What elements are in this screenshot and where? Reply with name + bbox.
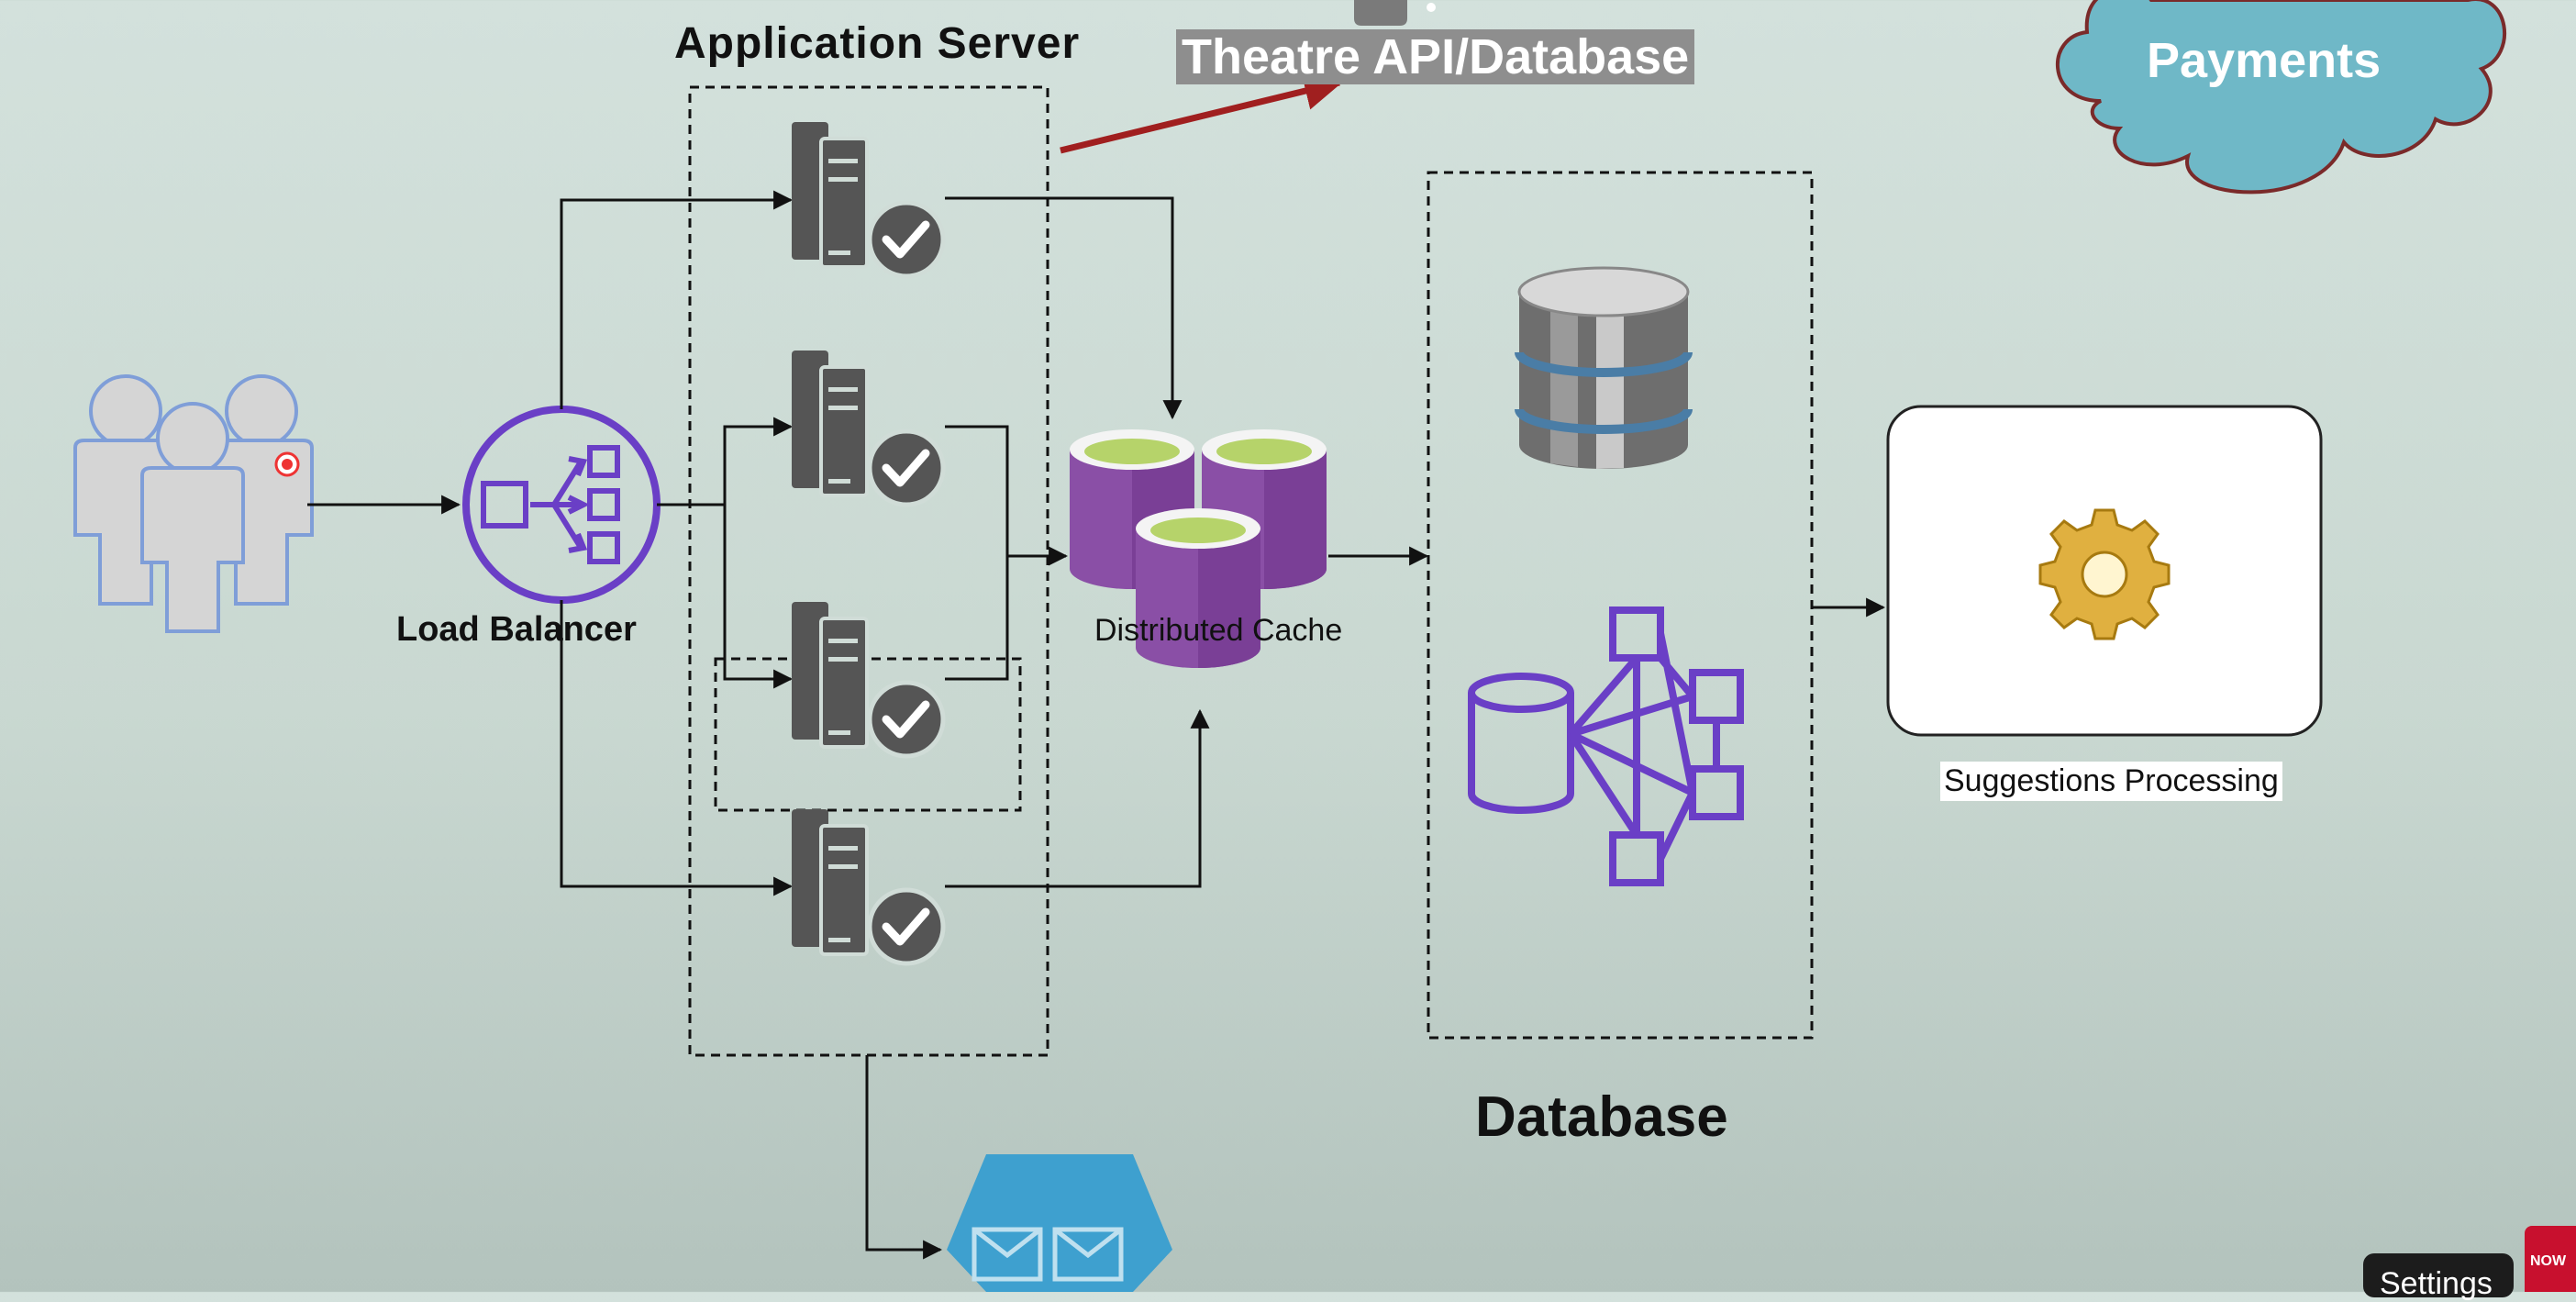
cloud-icon — [2056, 0, 2506, 195]
users-icon — [73, 374, 314, 633]
application-server-label: Application Server — [674, 19, 1081, 68]
database-group — [1427, 171, 1814, 1040]
payments-label: Payments — [2147, 33, 2382, 88]
suggestions-processing-label: Suggestions Processing — [1940, 762, 2282, 801]
theatre-server-icon — [1354, 0, 1407, 26]
theatre-api-label: Theatre API/Database — [1176, 29, 1695, 84]
selection-box — [714, 657, 1022, 812]
subscribe-button[interactable]: NOW — [2525, 1226, 2576, 1292]
database-label: Database — [1475, 1085, 1728, 1149]
load-balancer-icon — [462, 406, 661, 604]
distributed-cache-label: Distributed Cache — [1094, 613, 1343, 648]
red-arrow — [1060, 72, 1344, 154]
load-balancer-label: Load Balancer — [396, 610, 637, 649]
gear-icon — [2038, 508, 2171, 640]
server-icon — [792, 122, 943, 963]
graph-database-icon — [1468, 606, 1744, 886]
settings-button[interactable]: Settings — [2363, 1253, 2514, 1301]
database-cylinder-icon — [1515, 266, 1693, 469]
queue-icon — [947, 1154, 1172, 1292]
application-server-group — [688, 85, 1049, 1057]
